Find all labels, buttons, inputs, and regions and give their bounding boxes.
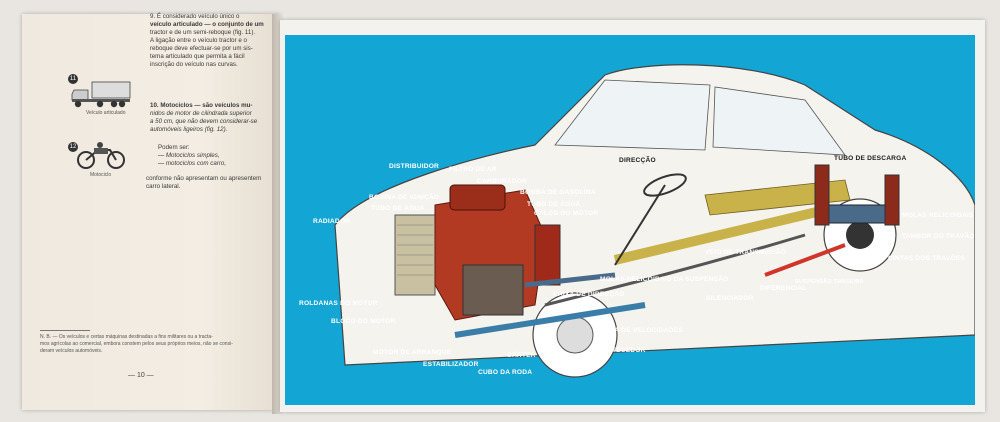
label-caixa-direccao: CAIXA DE DIRECÇÃO — [553, 291, 625, 298]
label-filtro-de-ar: FILTRO DE AR — [449, 166, 497, 173]
list-item: — Motociclos simples, — [158, 152, 220, 159]
label-veio-transmissao: VEIO DE TRANSMISSÃO — [705, 249, 787, 256]
page-number: — 10 — — [128, 372, 154, 379]
paragraph-10: 10. Motociclos — são veículos mu- nidos … — [150, 102, 280, 134]
p10-line: automóveis ligeiros (fig. 12). — [150, 126, 228, 133]
label-cubo-roda: CUBO DA RODA — [478, 369, 533, 376]
figure-11-caption: Veículo articulado — [86, 110, 126, 116]
label-amortecedor: AMORTECEDOR — [591, 347, 646, 354]
label-tubo-agua: TUBO DE ÁGUA — [371, 205, 425, 212]
figure-11-number: 11 — [68, 74, 78, 84]
label-estabilizador: ESTABILIZADOR — [423, 361, 479, 368]
label-bobina: BOBINA DE IGNIÇÃO — [369, 194, 440, 201]
conforme-block: conforme não apresentam ou apresentem ca… — [146, 175, 276, 191]
figure-12-number: 12 — [68, 142, 78, 152]
car-cutaway-plate — [285, 35, 975, 405]
p9-line: inscrição do veículo nas curvas. — [150, 61, 238, 68]
p9-line: A ligação entre o veículo tractor e o — [150, 37, 247, 44]
label-bloco: BLOCO DO MOTOR — [331, 318, 396, 325]
label-molas-suspensao: MOLAS HELICOIDAIS DA SUSPENSÃO — [600, 276, 729, 283]
p9-line: tractor e de um semi-reboque (fig. 11). — [150, 29, 256, 36]
label-motor-arranque: MOTOR DE ARRANQUE — [373, 349, 452, 356]
paragraph-9: 9. É considerado veículo único o veículo… — [150, 13, 280, 69]
car-cutaway-illustration — [334, 64, 975, 378]
p9-line: tema articulado que permita a fácil — [150, 53, 245, 60]
conforme-line: carro lateral. — [146, 183, 181, 190]
p10-line: 10. Motociclos — são veículos mu- — [150, 102, 253, 109]
label-carburador: CARBURADOR — [477, 178, 527, 185]
label-silenciador: SILENCIADOR — [706, 295, 754, 302]
conforme-line: conforme não apresentam ou apresentem — [146, 175, 262, 182]
footnote-line: mos agrícolas ao comercial, embora const… — [40, 341, 233, 347]
label-distribuidor: DISTRIBUIDOR — [389, 163, 440, 170]
label-calco-motor: CALÇO DO MOTOR — [534, 210, 599, 217]
left-page — [22, 14, 280, 410]
list-item: — motociclos com carro, — [158, 160, 227, 167]
label-molas-helicoidais: MOLAS HELICOIDAIS — [902, 212, 974, 219]
p9-line: reboque deve efectuar-se por um sis- — [150, 45, 253, 52]
p9-line: 9. É considerado veículo único o — [150, 13, 240, 20]
label-tambor-travao: TAMBOR DO TRAVÃO — [902, 233, 975, 240]
label-tubo-descarga: TUBO DE DESCARGA — [834, 155, 907, 162]
footnote: N. B. — Os veículos e certas máquinas de… — [40, 330, 270, 355]
label-bomba-gasolina: BOMBA DE GASOLINA — [520, 189, 596, 196]
p10-line: nidos de motor de cilindrada superior — [150, 110, 252, 117]
podem-ser: Podem ser: — [158, 144, 190, 151]
p10-line: a 50 cm, que não devem considerar-se — [150, 118, 258, 125]
podem-ser-block: Podem ser: — Motociclos simples, — motoc… — [158, 144, 278, 168]
label-tubo-agua-2: TUBO DE ÁGUA — [527, 201, 581, 208]
label-caixa-velocidades: CAIXA DE VELOCIDADES — [598, 327, 683, 334]
label-roldanas: ROLDANAS DO MOTOR — [299, 300, 378, 307]
label-radiador: RADIADOR — [313, 218, 351, 225]
label-direccao: DIRECÇÃO — [619, 157, 656, 164]
label-carter: CÁRTER — [507, 352, 536, 359]
label-cintas-travoes: CINTAS DOS TRAVÕES — [888, 255, 965, 262]
footnote-line: N. B. — Os veículos e certas máquinas de… — [40, 334, 213, 340]
label-suspensao-traseira: SUSPENSÃO TRASEIRA — [795, 279, 864, 285]
p9-line: veículo articulado — o conjunto de um — [150, 21, 264, 28]
footnote-line: deram veículos automóveis. — [40, 348, 103, 354]
label-diferencial: DIFERENCIAL — [760, 285, 807, 292]
figure-12-caption: Motociclo — [90, 172, 112, 178]
motorcycle-illustration — [77, 142, 125, 169]
truck-illustration — [71, 81, 131, 108]
